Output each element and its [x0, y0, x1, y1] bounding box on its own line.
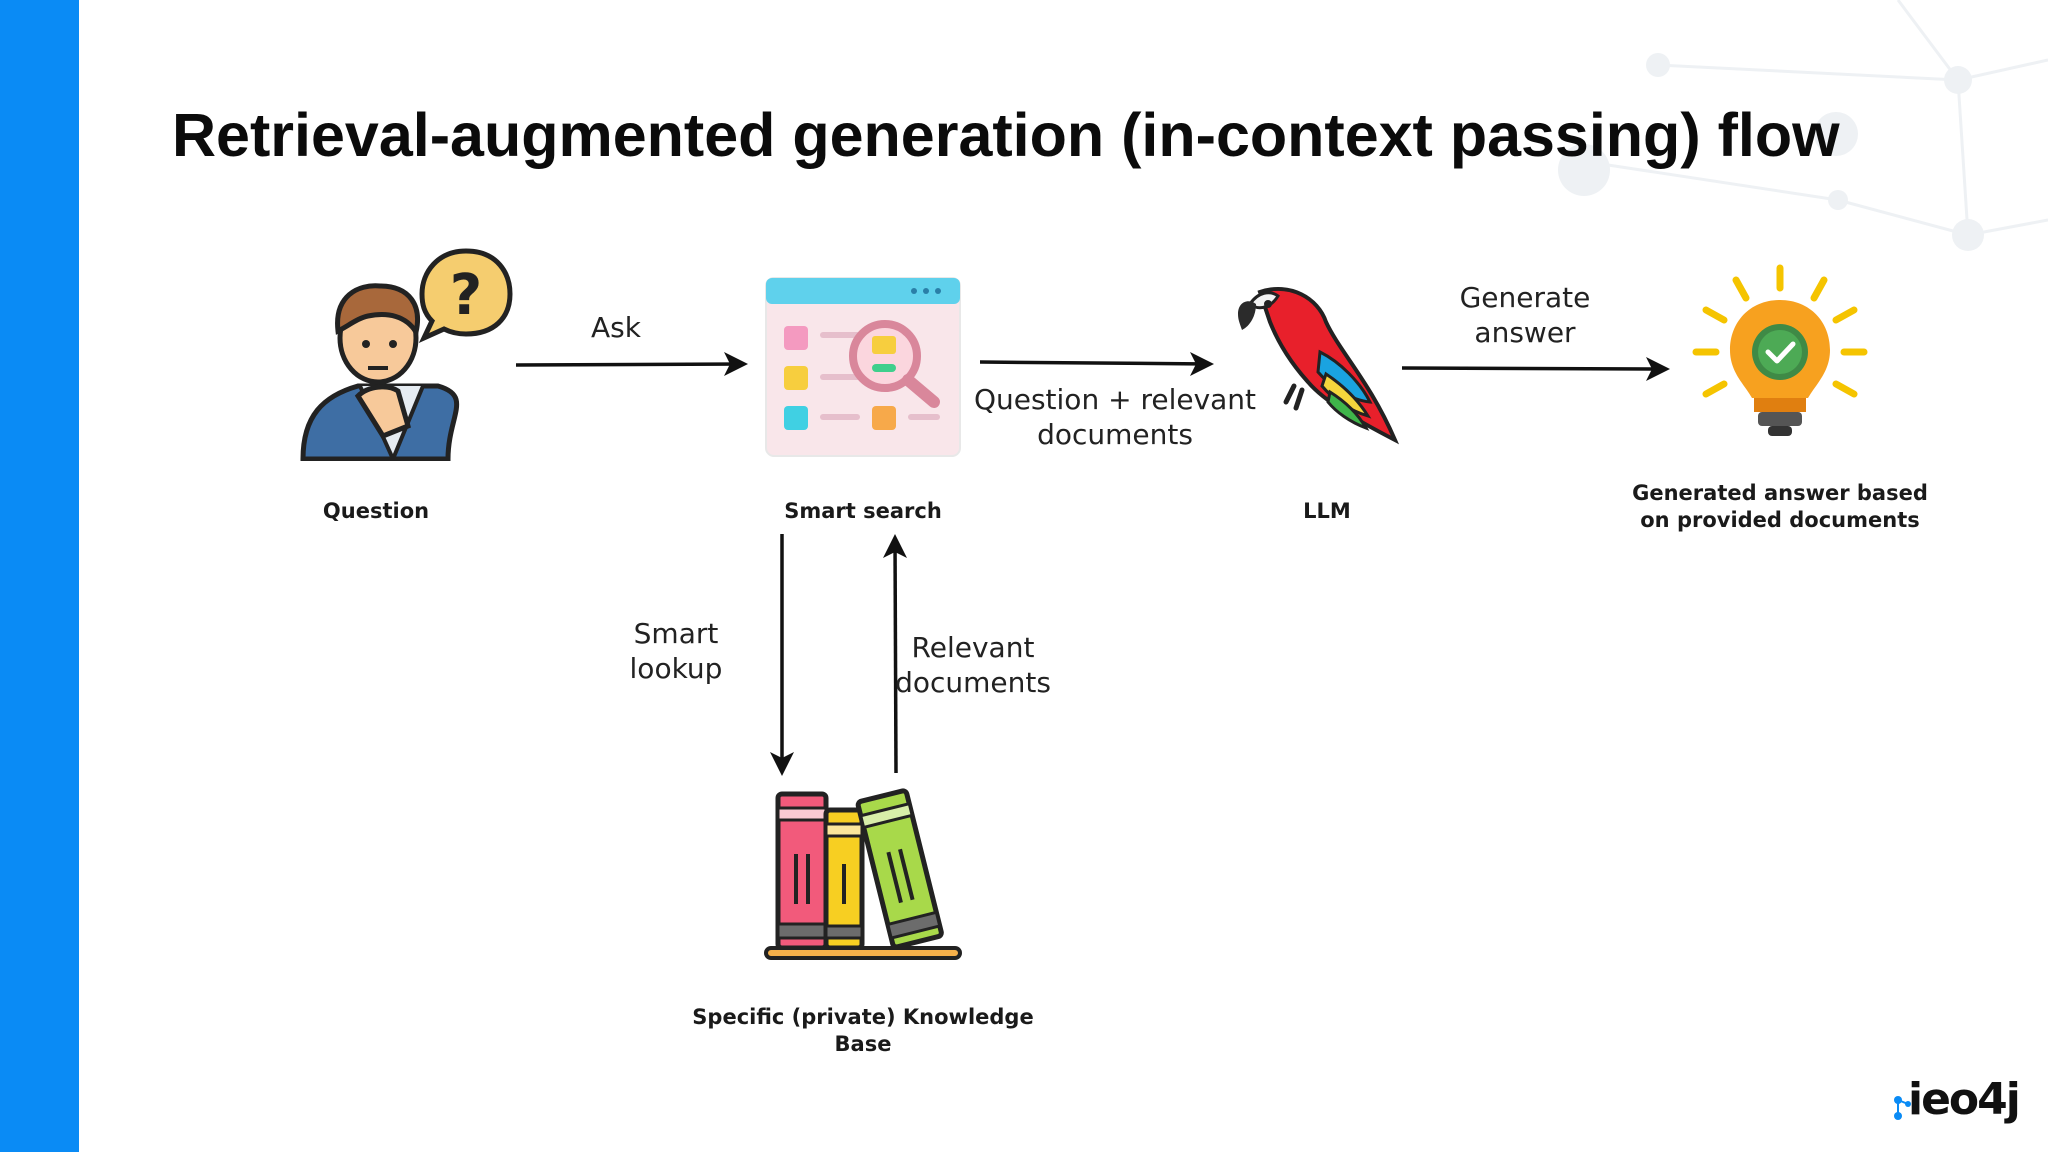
left-accent-bar	[0, 0, 79, 1152]
node-label-llm: LLM	[1303, 499, 1351, 523]
node-label-question: Question	[322, 499, 430, 523]
node-label-smart-search: Smart search	[784, 499, 942, 523]
node-label-answer: Generated answer based on provided docum…	[1580, 480, 1980, 534]
neo4j-logo-mark	[1894, 1096, 1911, 1120]
node-label-answer-line1: Generated answer based	[1632, 481, 1928, 505]
node-label-answer-line2: on provided documents	[1640, 508, 1920, 532]
arrow-ask	[515, 358, 746, 371]
arrow-relevant-docs	[889, 538, 902, 774]
search-window-icon	[765, 277, 961, 457]
edge-label-question-docs: Question + relevant documents	[955, 382, 1275, 452]
node-label-kb-line2: Base	[834, 1032, 892, 1056]
edge-label-question-docs-line2: documents	[1037, 418, 1193, 451]
parrot-icon	[1238, 286, 1400, 445]
books-icon	[764, 788, 962, 960]
edge-label-smart-lookup: Smart lookup	[596, 616, 756, 686]
edge-label-generate-line2: answer	[1474, 316, 1576, 349]
page-title: Retrieval-augmented generation (in-conte…	[172, 101, 1840, 169]
edge-label-question-docs-line1: Question + relevant	[973, 383, 1257, 416]
node-label-knowledge-base: Specific (private) Knowledge Base	[663, 1004, 1063, 1058]
edge-label-relevant-docs-line2: documents	[895, 666, 1051, 699]
svg-text:?: ?	[450, 263, 482, 328]
arrow-question-docs	[979, 357, 1212, 370]
node-label-kb-line1: Specific (private) Knowledge	[692, 1005, 1034, 1029]
edge-label-generate: Generate answer	[1400, 280, 1650, 350]
arrow-generate	[1401, 362, 1668, 375]
thinking-person-icon: ?	[300, 248, 513, 461]
edge-label-relevant-docs: Relevant documents	[888, 630, 1058, 700]
edge-label-generate-line1: Generate	[1459, 281, 1591, 314]
lightbulb-check-icon	[1692, 264, 1868, 436]
edge-label-ask: Ask	[591, 311, 641, 344]
edge-label-smart-lookup-line1: Smart	[633, 617, 719, 650]
background-network-decoration	[1558, 0, 2048, 251]
edge-label-smart-lookup-line2: lookup	[629, 652, 723, 685]
neo4j-logo: ieo4j	[1908, 1074, 2021, 1125]
edge-label-relevant-docs-line1: Relevant	[911, 631, 1035, 664]
